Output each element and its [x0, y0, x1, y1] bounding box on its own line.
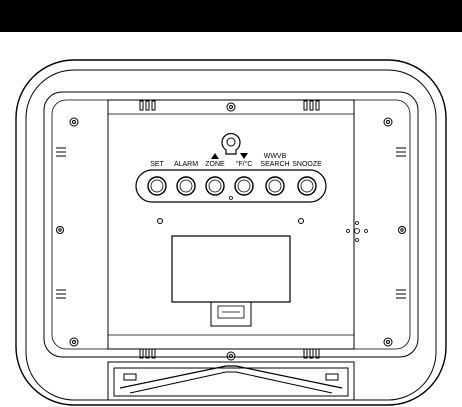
back-frame	[44, 92, 418, 357]
alarm-button[interactable]	[177, 177, 195, 195]
keyhole-hanger-icon	[222, 134, 240, 154]
triangle-down-icon	[240, 153, 248, 159]
label-set: SET	[150, 161, 164, 168]
set-button[interactable]	[148, 177, 166, 195]
temp-unit-down-button[interactable]	[235, 177, 253, 195]
label-temp-unit: °F/°C	[236, 160, 253, 168]
label-snooze: SNOOZE	[292, 161, 322, 168]
zone-up-button[interactable]	[206, 177, 224, 195]
snooze-button[interactable]	[298, 177, 316, 195]
battery-compartment	[172, 236, 290, 302]
screws	[57, 103, 406, 360]
triangle-up-icon	[211, 153, 219, 159]
buttons	[148, 177, 316, 200]
inner-housing	[26, 70, 436, 400]
button-labels: SET ALARM ZONE °F/°C WWVB SEARCH SNOOZE	[150, 153, 322, 168]
label-zone: ZONE	[205, 161, 225, 168]
label-wwvb: WWVB	[264, 153, 287, 160]
outer-housing	[16, 60, 446, 405]
label-search: SEARCH	[260, 161, 289, 168]
wwvb-search-button[interactable]	[266, 177, 284, 195]
top-vent-slots	[140, 101, 319, 110]
label-alarm: ALARM	[174, 161, 198, 168]
folding-stand[interactable]	[108, 362, 354, 400]
speaker-holes	[347, 222, 368, 242]
